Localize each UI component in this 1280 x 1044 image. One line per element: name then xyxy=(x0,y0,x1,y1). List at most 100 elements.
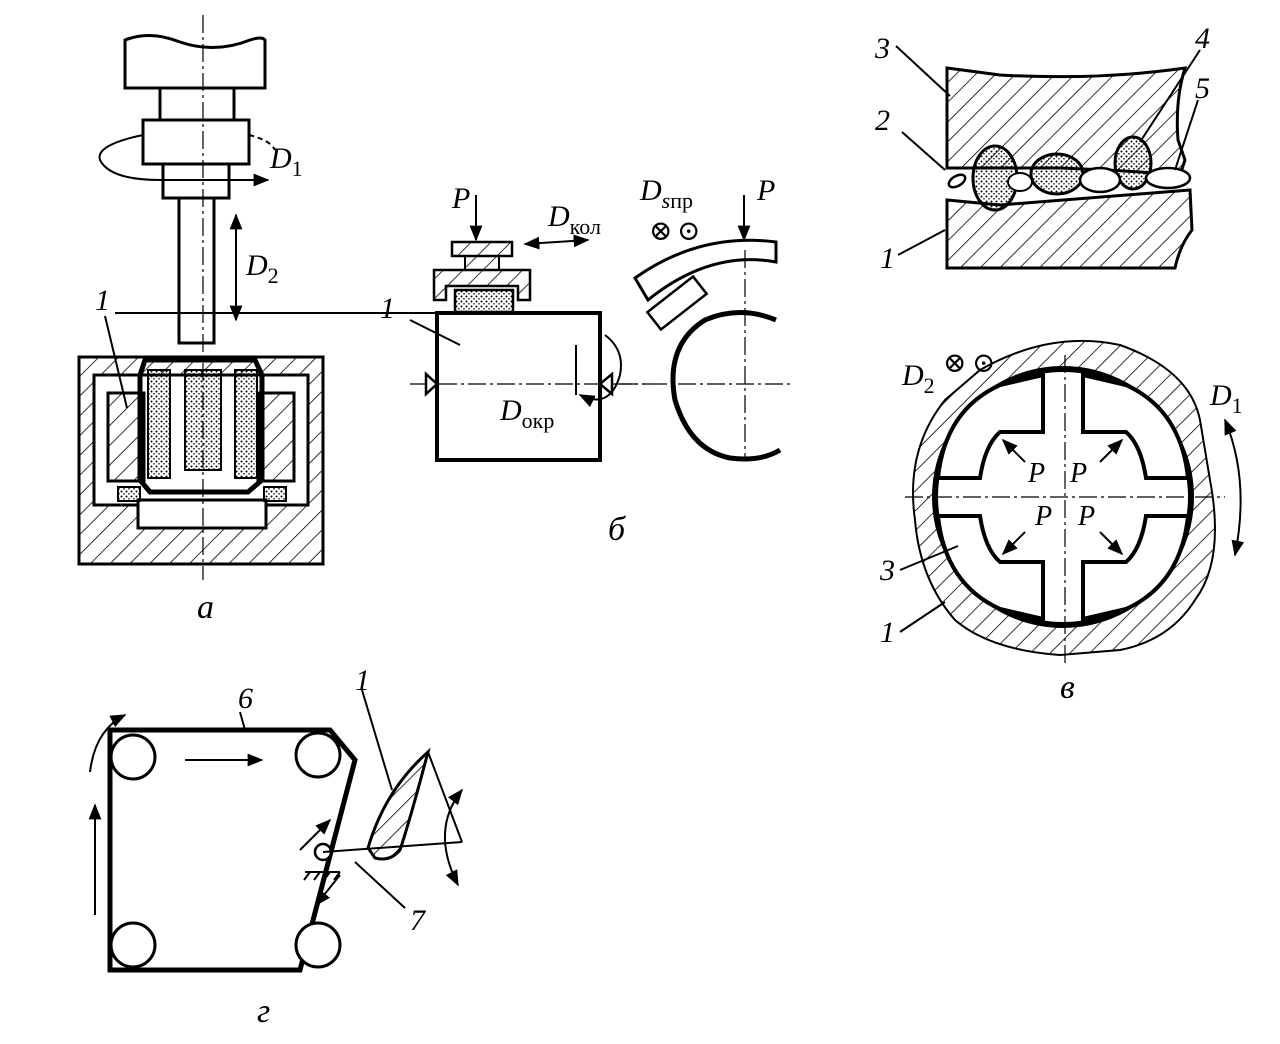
label-b-p-left: P xyxy=(451,182,470,215)
label-detail-4: 4 xyxy=(1195,22,1210,55)
label-v-p2: P xyxy=(1069,458,1087,489)
force-arrow-tl xyxy=(1001,438,1026,463)
clamp-top xyxy=(450,240,514,258)
pulley-br xyxy=(294,921,342,969)
spindle-rod xyxy=(177,196,216,345)
leader-v-4 xyxy=(1139,49,1201,143)
label-a-1: 1 xyxy=(95,284,110,317)
label-detail-5: 5 xyxy=(1195,72,1210,105)
caption-v: в xyxy=(1060,669,1075,706)
shoe-tl xyxy=(935,372,1045,480)
belt-arrow-corner xyxy=(89,714,127,773)
seal-right xyxy=(263,486,287,502)
rotation-arrow-v xyxy=(1224,418,1245,557)
leader-v-1 xyxy=(897,229,946,256)
label-g-7: 7 xyxy=(410,904,427,937)
shoe-bl xyxy=(935,514,1045,622)
stone-3 xyxy=(234,369,258,479)
spindle-collar xyxy=(141,118,251,166)
pivot-base xyxy=(303,871,341,881)
label-g-6: 6 xyxy=(238,682,253,715)
label-v-p1: P xyxy=(1027,458,1045,489)
force-arrow-br xyxy=(1099,531,1124,556)
leader-g-1 xyxy=(361,689,393,791)
pulley-tl xyxy=(109,733,157,781)
force-arrow-tr xyxy=(1099,438,1124,463)
arc-holder xyxy=(633,238,778,303)
label-v-p3: P xyxy=(1034,501,1052,532)
shoe-tr xyxy=(1081,372,1191,480)
pulley-bl xyxy=(109,921,157,969)
shoe-br xyxy=(1081,514,1191,622)
caption-a: а xyxy=(197,589,214,626)
label-d1: D1 xyxy=(269,142,303,181)
chip-2 xyxy=(947,173,967,189)
grain-tiny xyxy=(1007,172,1033,192)
leader-v-2 xyxy=(901,131,946,171)
detail-lower-part xyxy=(945,188,1194,270)
blade-1 xyxy=(366,747,431,861)
arc-stone xyxy=(645,274,709,332)
stone-b xyxy=(453,288,515,314)
support-arrow-up xyxy=(299,818,332,851)
cross-symbol-v: ⊗ xyxy=(943,348,966,379)
leader-g-7 xyxy=(354,861,406,909)
leader-v-shoe xyxy=(899,545,959,571)
spindle-head xyxy=(123,34,267,90)
rotation-arrow-g xyxy=(443,788,463,887)
housing-slot xyxy=(136,498,268,530)
label-dkol: Dкол xyxy=(547,200,601,239)
label-detail-2: 2 xyxy=(875,104,890,137)
label-v-1: 1 xyxy=(880,616,895,649)
support-arrow-down xyxy=(315,874,341,907)
panel-v: P P P P D2 ⊗ ⊙ D1 3 1 в xyxy=(879,339,1245,706)
center-left xyxy=(424,371,439,397)
panel-b: P Dкол Dокр 1 Dsпр ⊗ ⊙ P б xyxy=(115,174,790,548)
label-v-p4: P xyxy=(1077,501,1095,532)
label-dokr: Dокр xyxy=(499,394,554,433)
panel-a: 1 D1 D2 а xyxy=(77,15,325,626)
label-v-3: 3 xyxy=(879,554,895,587)
workpiece-arc xyxy=(670,310,782,462)
leader-g-6 xyxy=(239,711,246,731)
support-line xyxy=(322,841,463,853)
pulley-tr xyxy=(294,731,342,779)
dot-symbol-b: ⊙ xyxy=(677,216,700,247)
panel-g: 6 1 7 г xyxy=(88,664,463,1030)
stone-holder xyxy=(432,268,532,302)
grain-4 xyxy=(1113,135,1153,191)
panel-v-detail: 3 2 1 4 5 xyxy=(874,22,1210,275)
label-b-1: 1 xyxy=(380,292,395,325)
rotation-arrow-d1 xyxy=(98,134,270,187)
label-d2: D2 xyxy=(245,249,279,288)
label-g-1: 1 xyxy=(355,664,370,697)
tool-head xyxy=(137,357,265,495)
label-dspr: Dsпр xyxy=(639,174,693,213)
rotation-arrow-hidden xyxy=(248,134,276,151)
dot-symbol-v: ⊙ xyxy=(972,348,995,379)
label-b-p-right: P xyxy=(756,174,775,207)
leader-v-bore xyxy=(899,601,946,633)
label-v-d2: D2 xyxy=(901,359,935,398)
circumferential-arrow xyxy=(578,334,622,408)
leader-a-1 xyxy=(104,315,128,409)
label-v-d1: D1 xyxy=(1209,379,1243,418)
stone-1 xyxy=(147,369,171,479)
force-arrow-bl xyxy=(1001,531,1026,556)
label-detail-1: 1 xyxy=(880,242,895,275)
clamp-neck xyxy=(464,255,500,271)
label-detail-3: 3 xyxy=(874,32,890,65)
leader-b-1-line xyxy=(409,319,461,346)
cross-symbol-b: ⊗ xyxy=(649,216,672,247)
belt-6 xyxy=(107,727,358,973)
grain-5 xyxy=(1144,166,1192,190)
workpiece-b xyxy=(435,311,602,462)
seal-left xyxy=(117,486,141,502)
grain-medium xyxy=(1029,152,1085,196)
leader-v-5 xyxy=(1174,99,1199,171)
center-right xyxy=(598,371,614,397)
caption-b: б xyxy=(608,511,627,548)
leader-v-3 xyxy=(895,45,951,97)
grain-small xyxy=(1078,166,1122,194)
